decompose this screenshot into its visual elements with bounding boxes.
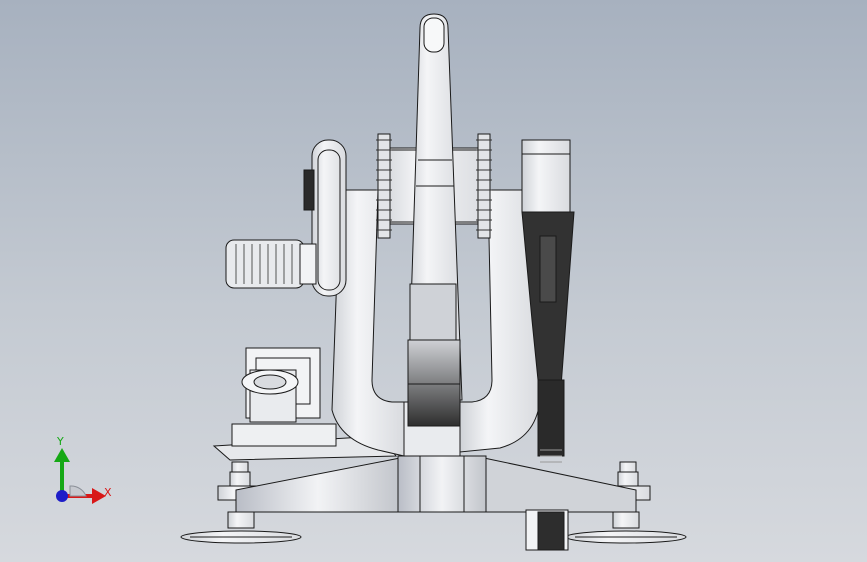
left-gear[interactable] bbox=[376, 133, 392, 239]
base-left-arm[interactable] bbox=[235, 457, 401, 513]
left-gearbox[interactable] bbox=[303, 139, 347, 297]
y-axis-arrow-icon bbox=[54, 448, 70, 496]
arm-tip-slot[interactable] bbox=[423, 17, 445, 53]
base-center-hub[interactable] bbox=[397, 455, 487, 513]
triad-arrows-icon bbox=[54, 448, 106, 504]
x-axis-label: X bbox=[104, 486, 112, 499]
left-foot-pad[interactable] bbox=[180, 511, 302, 544]
right-motor-housing[interactable] bbox=[521, 139, 571, 213]
left-servo-motor[interactable] bbox=[225, 239, 317, 289]
bottom-drive-motor[interactable] bbox=[525, 509, 569, 551]
right-foot-pad[interactable] bbox=[565, 511, 687, 544]
axis-triad: Y X bbox=[40, 430, 130, 510]
z-axis-dot-icon bbox=[56, 490, 68, 502]
right-gear[interactable] bbox=[476, 133, 492, 239]
y-axis-label: Y bbox=[57, 435, 64, 448]
left-accessory-bracket[interactable] bbox=[212, 347, 398, 461]
base-right-arm[interactable] bbox=[483, 457, 637, 513]
arm-lower-sleeve[interactable] bbox=[407, 339, 461, 427]
rotation-arc-icon bbox=[69, 485, 87, 497]
